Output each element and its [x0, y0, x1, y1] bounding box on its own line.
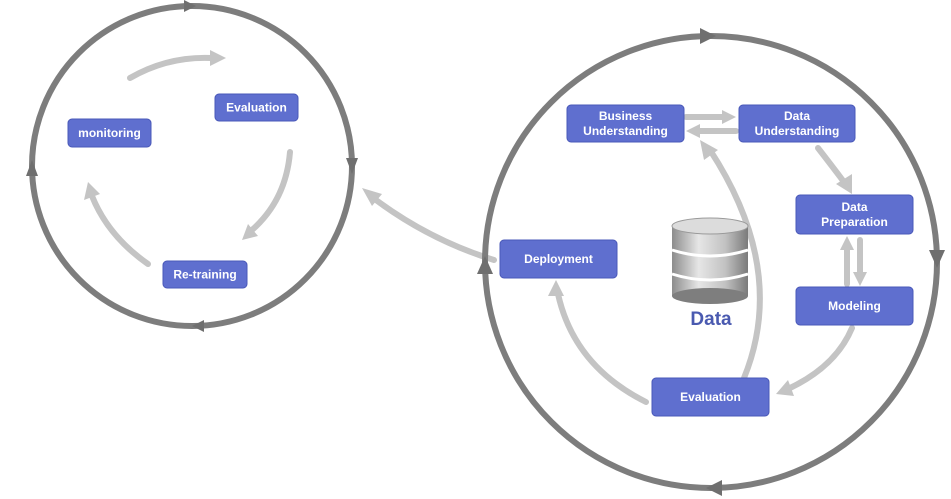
node-business-understanding-label-line2: Understanding [583, 124, 668, 138]
flow-arrowhead [686, 124, 700, 138]
ring-arrowhead-right [346, 158, 358, 174]
connector-arrowhead [362, 188, 382, 206]
flow-arrowhead [210, 50, 226, 66]
flow-arrowhead [84, 182, 100, 200]
flow-arrow-data-understanding-to-preparation [815, 145, 847, 185]
data-label: Data [690, 309, 732, 330]
flow-arrowhead [242, 224, 258, 240]
connector-arrow-deployment-to-monitoring [373, 197, 497, 263]
ring-arrowhead-left [26, 160, 38, 176]
flow-arrowhead [836, 174, 852, 194]
flow-arrowhead [853, 272, 867, 286]
flow-arrow-retraining-to-monitoring [89, 193, 151, 267]
node-data-preparation-label-line1: Data [841, 200, 867, 214]
flow-arrowhead [700, 140, 718, 160]
flow-arrow-modeling-to-evaluation [787, 325, 855, 391]
flow-arrow-monitoring-to-evaluation [127, 54, 215, 81]
node-data-understanding-label-line2: Understanding [755, 124, 840, 138]
node-data-preparation-label-line2: Preparation [821, 215, 888, 229]
node-business-understanding-label-line1: Business [599, 109, 653, 123]
node-business-understanding[interactable]: Business Understanding [566, 104, 685, 143]
flow-arrow-evaluation-to-deployment [555, 291, 649, 405]
flow-arrowhead [722, 110, 736, 124]
node-modeling[interactable]: Modeling [795, 286, 914, 326]
node-evaluation[interactable]: Evaluation [651, 377, 770, 417]
node-data-understanding-label-line1: Data [784, 109, 810, 123]
ring-arrowhead-bottom [192, 320, 204, 332]
flow-arrow-evaluation-to-business [707, 147, 763, 381]
flow-arrowhead [776, 380, 794, 396]
crisp-dm-cycle: Business Understanding Data Understandin… [477, 28, 945, 496]
node-data-understanding[interactable]: Data Understanding [738, 104, 856, 143]
ring-arrowhead-right [929, 250, 945, 268]
flow-arrowhead [840, 236, 854, 250]
flow-arrow-evaluation-to-retraining [249, 149, 293, 233]
ring-arrowhead-top [700, 28, 716, 44]
ring-arrowhead-top [184, 0, 196, 12]
ring-arrowhead-left [477, 256, 493, 274]
node-deployment-label: Deployment [524, 252, 593, 266]
database-icon [671, 217, 749, 304]
node-retraining[interactable]: Re-training [162, 260, 248, 289]
node-retraining-label: Re-training [173, 268, 236, 282]
node-monitoring[interactable]: monitoring [67, 118, 152, 148]
monitoring-cycle: monitoring Evaluation Re-training [26, 0, 358, 332]
node-evaluation-monitoring-cycle[interactable]: Evaluation [214, 93, 299, 122]
ring-arrowhead-bottom [706, 480, 722, 496]
node-deployment[interactable]: Deployment [499, 239, 618, 279]
flow-arrowhead [548, 280, 564, 296]
node-modeling-label: Modeling [828, 299, 881, 313]
node-monitoring-label: monitoring [78, 126, 141, 140]
node-evaluation-label: Evaluation [680, 390, 741, 404]
node-data-preparation[interactable]: Data Preparation [795, 194, 914, 235]
node-evaluation-monitoring-cycle-label: Evaluation [226, 101, 287, 115]
